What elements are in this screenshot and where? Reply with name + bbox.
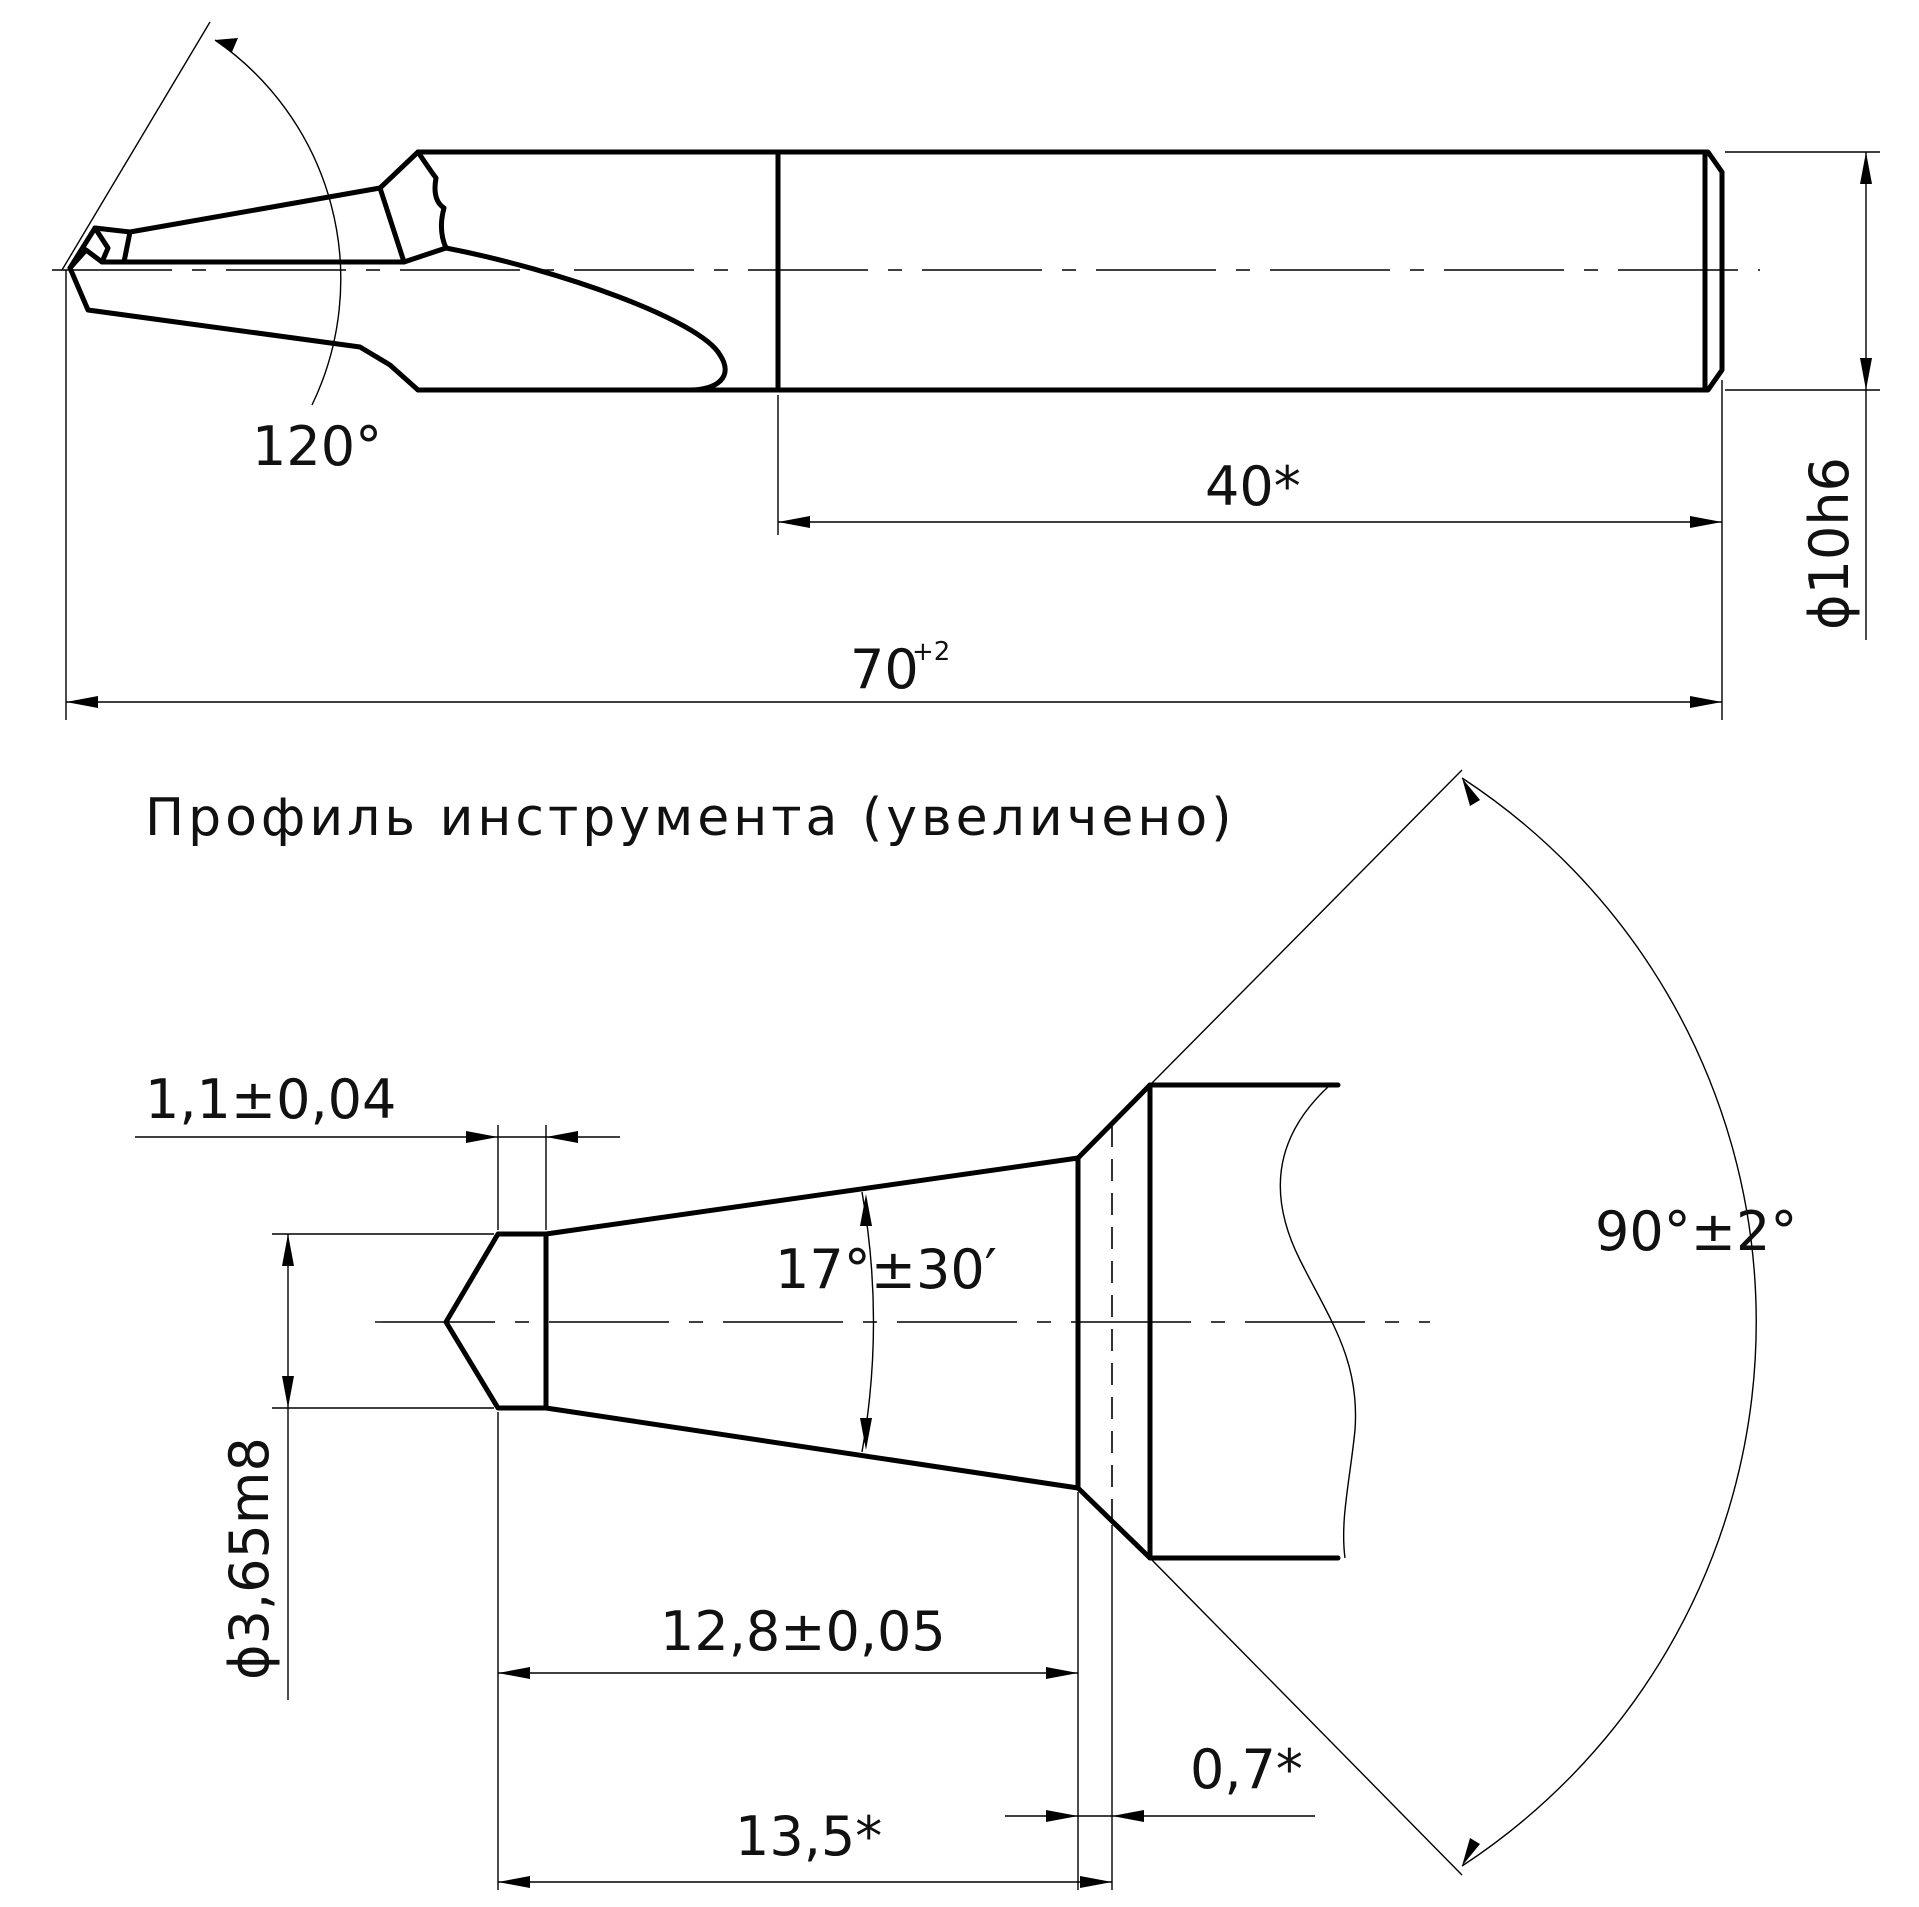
tip-facet — [92, 225, 127, 265]
angle-extension-line — [61, 21, 211, 271]
taper-angle-label: 17°±30′ — [775, 1238, 997, 1301]
dim-chamfer-label: 0,7* — [1190, 1738, 1303, 1801]
flute-curve — [443, 245, 728, 393]
profile-cone — [543, 1155, 1081, 1491]
taper-arrow-top — [860, 1194, 872, 1226]
angle-tip-label: 120° — [252, 415, 382, 478]
dim-cone-label: 12,8±0,05 — [660, 1600, 946, 1663]
dim-40-label: 40* — [1205, 455, 1301, 518]
dim-70-label: 70 — [850, 638, 919, 701]
tool-side-view: 120° 40* 70 +2 ϕ10h6 — [52, 21, 1880, 720]
profile-break-line — [1279, 1084, 1357, 1559]
flank-angle-label: 90°±2° — [1595, 1200, 1797, 1263]
dim-40-arrow-left — [778, 516, 810, 528]
dim-dia-label: ϕ10h6 — [1798, 457, 1861, 630]
profile-chamfer — [1075, 1082, 1153, 1561]
tool-profile-view: 1,1±0,04 ϕ3,65m8 17°±30′ 90°±2° 12,8±0,0… — [135, 769, 1797, 1890]
flute-break-line — [401, 149, 449, 265]
dim-cone-arrow-left — [498, 1667, 530, 1679]
profile-caption: Профиль инструмента (увеличено) — [145, 788, 1236, 848]
flank-ext-upper — [1149, 769, 1463, 1086]
taper-arrow-bottom — [860, 1418, 872, 1450]
head-inner-edge — [121, 229, 407, 265]
flank-angle-arc — [1461, 777, 1757, 1867]
flank-arrow-bottom — [1462, 1838, 1480, 1866]
dim-70-arrow-right — [1690, 696, 1722, 708]
dim-total-arrow-right — [1080, 1876, 1112, 1888]
dim-tip-arrow-left — [466, 1131, 498, 1143]
flank-arrow-top — [1462, 778, 1480, 806]
angle-arc-120 — [214, 39, 342, 406]
dim-chamfer-arrow-left — [1046, 1810, 1078, 1822]
flank-ext-lower — [1149, 1557, 1463, 1876]
dim-tip-arrow-right — [546, 1131, 578, 1143]
dim-tip-label: 1,1±0,04 — [145, 1068, 396, 1131]
dim-tip-dia-arrow-top — [282, 1234, 294, 1266]
dim-chamfer-arrow-right — [1112, 1810, 1144, 1822]
dim-dia-arrow-top — [1860, 152, 1872, 184]
head-upper-facet — [377, 185, 407, 265]
dim-total-arrow-left — [498, 1876, 530, 1888]
shank-outline — [415, 149, 1725, 393]
dim-70-tolerance: +2 — [912, 637, 950, 667]
dim-total-label: 13,5* — [735, 1805, 882, 1868]
dim-tip-dia-label: ϕ3,65m8 — [218, 1437, 281, 1680]
dim-tip-dia-arrow-bottom — [282, 1376, 294, 1408]
tip-point — [67, 247, 105, 271]
dim-40-arrow-right — [1690, 516, 1722, 528]
dim-dia-arrow-bottom — [1860, 358, 1872, 390]
dim-70-arrow-left — [66, 696, 98, 708]
head-upper-edge — [92, 149, 421, 235]
head-lower-edge — [67, 225, 421, 393]
profile-tip — [443, 1231, 549, 1411]
dim-cone-arrow-right — [1046, 1667, 1078, 1679]
angle-arrow-upper — [215, 38, 238, 52]
